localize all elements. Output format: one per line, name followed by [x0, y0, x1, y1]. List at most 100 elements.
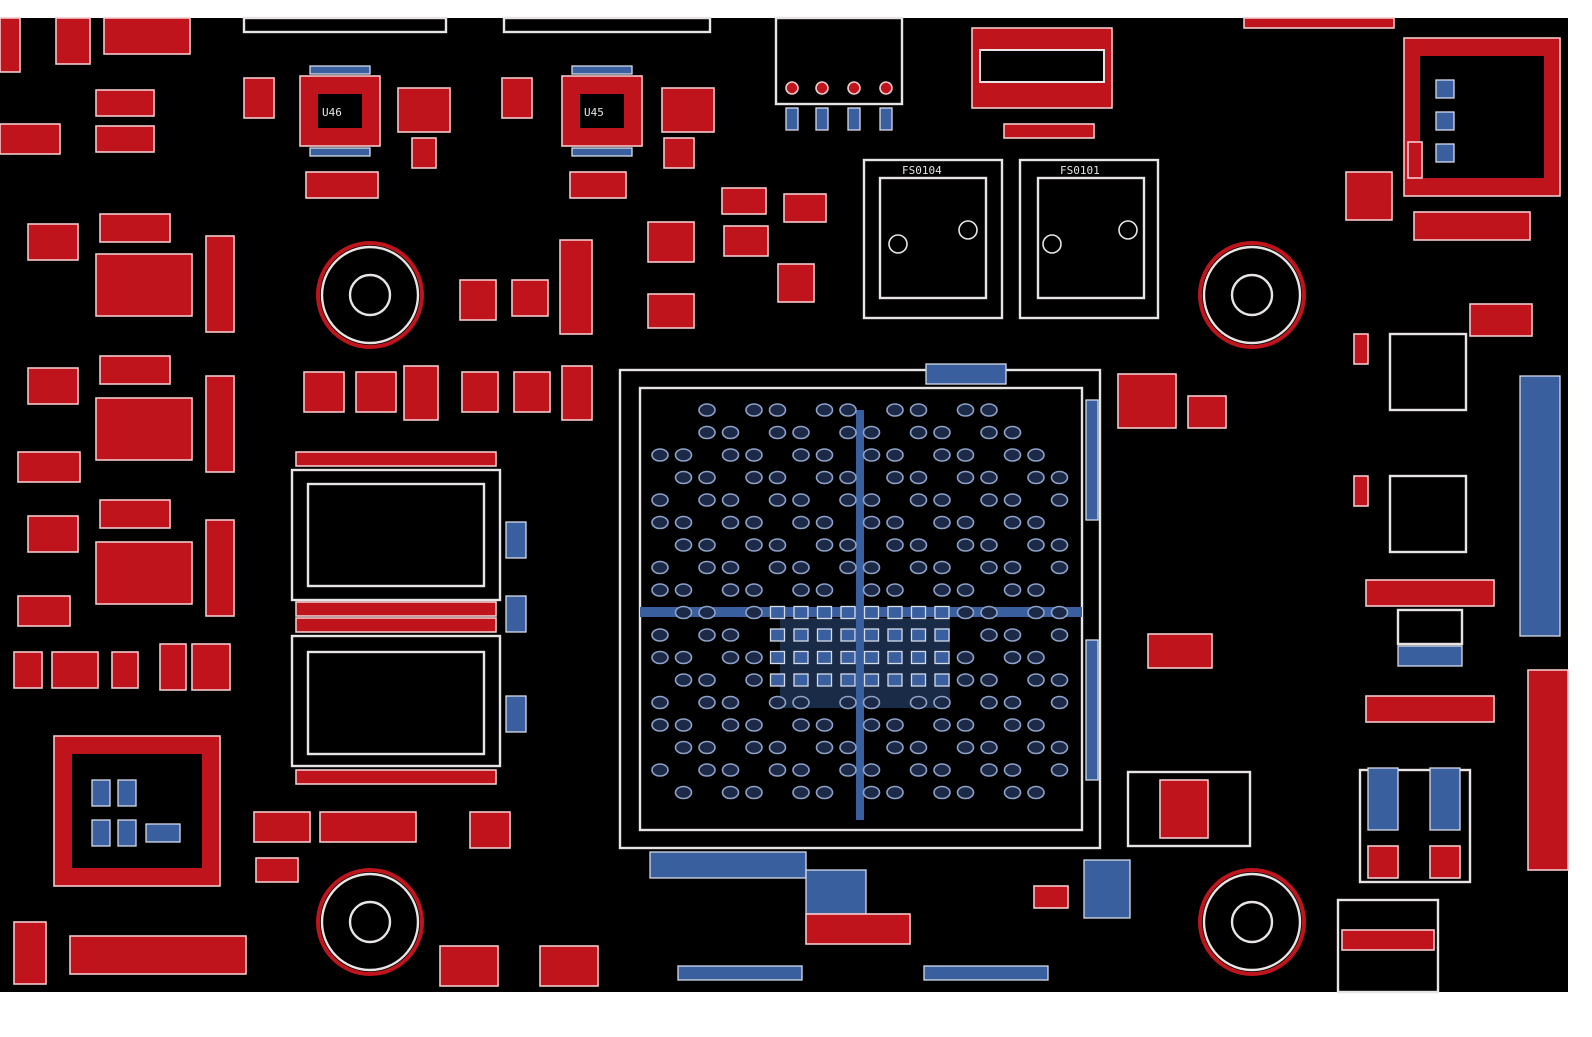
bga-ball [862, 763, 881, 777]
bga-ball [839, 425, 857, 440]
smd-component [661, 87, 715, 133]
bga-ball [674, 470, 693, 485]
bga-ball [721, 448, 740, 462]
bga-ball [768, 740, 787, 755]
bga-ball [886, 515, 904, 530]
smd-component [561, 365, 593, 421]
smd-component [723, 225, 769, 257]
bga-ball [956, 673, 975, 687]
bga-ball [910, 605, 927, 620]
right-side-parts [1033, 303, 1569, 994]
bga-ball [980, 673, 998, 687]
bga-ball [816, 628, 833, 642]
bga-ball [980, 740, 998, 755]
bga-ball [815, 448, 834, 462]
bga-ball [674, 583, 693, 597]
bga-ball [887, 605, 903, 620]
smd-component [159, 643, 187, 691]
bga-ball [698, 560, 716, 575]
bga-ball [792, 763, 810, 777]
bga-ball [933, 560, 951, 575]
bga-ball [840, 650, 856, 665]
top-connector-left [242, 16, 712, 34]
bga-ball [674, 605, 693, 620]
fpc-connector [971, 27, 1113, 139]
bga-ball [956, 785, 975, 800]
smd-component [1243, 17, 1395, 29]
bga-ball [1027, 605, 1045, 620]
passive-components [0, 17, 1423, 883]
smd-component [647, 293, 695, 329]
bga-ball [698, 605, 716, 620]
qfn-chip-icon [1345, 37, 1561, 241]
bga-ball [956, 583, 975, 597]
bga-ball [933, 425, 951, 440]
bga-ball [768, 560, 787, 575]
bga-ball [651, 763, 669, 777]
bga-ball [910, 673, 927, 687]
smd-component [243, 77, 275, 119]
bga-ball [1050, 605, 1069, 620]
bga-ball [792, 515, 810, 530]
bga-ball [863, 605, 880, 620]
bga-ball [792, 425, 810, 440]
bga-ball [862, 785, 881, 800]
bga-ball [909, 425, 928, 440]
bga-ball [1003, 448, 1022, 462]
bga-ball [792, 695, 810, 710]
bga-ball [933, 515, 951, 530]
bga-ball [1050, 493, 1069, 507]
bga-ball [721, 583, 740, 597]
smd-component [1353, 333, 1369, 365]
smd-component [411, 137, 437, 169]
bga-ball [769, 605, 786, 620]
bga-ball [674, 448, 693, 462]
bga-ball [1050, 740, 1069, 755]
bga-ball [956, 740, 975, 755]
bga-ball [910, 628, 927, 642]
bga-ball [980, 763, 998, 777]
bga-ball [1003, 493, 1022, 507]
bga-ball [862, 425, 881, 440]
bga-ball [862, 583, 881, 597]
smd-component [469, 811, 511, 849]
bga-ball [651, 650, 669, 665]
bga-ball [1003, 718, 1022, 732]
bga-ball [862, 493, 881, 507]
bga-ball [839, 560, 857, 575]
bga-ball [886, 470, 904, 485]
smd-component [569, 171, 627, 199]
bga-ball [1050, 695, 1069, 710]
bga-ball [721, 763, 740, 777]
smd-component [783, 193, 827, 223]
bga-ball [745, 673, 763, 687]
bga-ball [956, 515, 975, 530]
bga-ball [1027, 718, 1045, 732]
bga-ball [721, 650, 740, 665]
bga-ball [1003, 650, 1022, 665]
smd-component [355, 371, 397, 413]
smd-component [319, 811, 417, 843]
bga-ball [721, 425, 740, 440]
header-connector [774, 16, 904, 131]
bga-ball [721, 493, 740, 507]
bga-ball [887, 673, 903, 687]
bga-ball [840, 605, 856, 620]
bga-ball [839, 538, 857, 552]
bga-ball [956, 650, 975, 665]
mounting-hole-icon [316, 241, 424, 349]
bga-ball [909, 763, 928, 777]
mounting-hole-icon [1198, 868, 1306, 976]
bga-ball [1027, 448, 1045, 462]
bga-ball [909, 560, 928, 575]
bga-ball [816, 673, 833, 687]
smd-component [103, 17, 191, 55]
bga-ball [815, 538, 834, 552]
smd-component [303, 371, 345, 413]
smd-component [1147, 633, 1213, 669]
bga-ball [698, 425, 716, 440]
bga-ball [651, 695, 669, 710]
bga-ball [745, 448, 763, 462]
bga-ball [698, 493, 716, 507]
bga-ball [815, 515, 834, 530]
